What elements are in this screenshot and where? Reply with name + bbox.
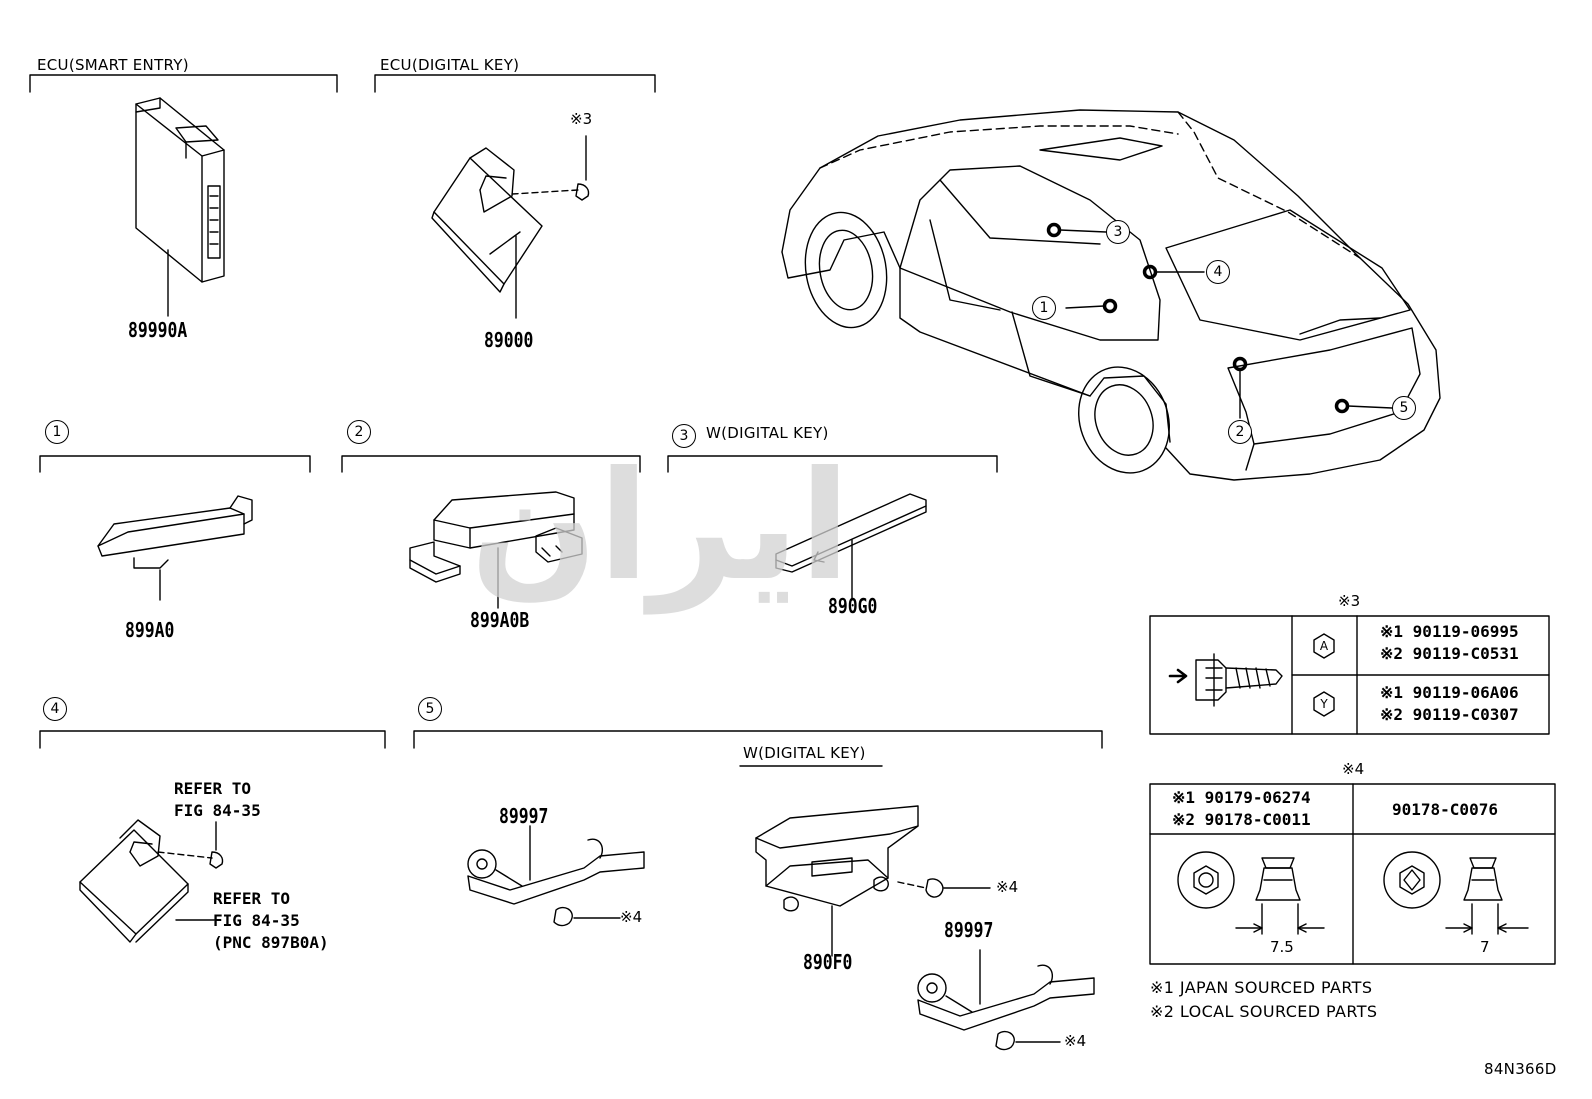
refer-to-1-line1: REFER TO bbox=[174, 779, 252, 798]
note-local-sourced: ※2 LOCAL SOURCED PARTS bbox=[1150, 1002, 1378, 1021]
part-899A0-drawing bbox=[97, 495, 253, 601]
part-number-890F0[interactable]: 890F0 bbox=[803, 950, 853, 974]
table-4-title: ※4 bbox=[1342, 760, 1365, 778]
marker-4-right: ※4 bbox=[1064, 1032, 1087, 1050]
refer-to-2-line3: (PNC 897B0A) bbox=[213, 933, 329, 952]
table-3-frame bbox=[1149, 615, 1550, 735]
car-callout-3[interactable]: 3 bbox=[1106, 220, 1130, 244]
part-890G0-drawing bbox=[775, 493, 927, 601]
table-3-row2-line1[interactable]: ※1 90119-06A06 bbox=[1380, 683, 1519, 702]
table-3-row1-line1[interactable]: ※1 90119-06995 bbox=[1380, 622, 1519, 641]
table-3-title: ※3 bbox=[1338, 592, 1361, 610]
marker-4-mid: ※4 bbox=[996, 878, 1019, 896]
ecu-digital-key-title: ECU(DIGITAL KEY) bbox=[380, 56, 520, 74]
figure-id: 84N366D bbox=[1484, 1060, 1557, 1078]
part-number-899A0B[interactable]: 899A0B bbox=[470, 608, 530, 632]
part-number-89000[interactable]: 89000 bbox=[484, 328, 534, 352]
section-3-title: W(DIGITAL KEY) bbox=[706, 424, 829, 442]
part-number-899A0[interactable]: 899A0 bbox=[125, 618, 175, 642]
car-callout-5[interactable]: 5 bbox=[1392, 396, 1416, 420]
part-number-89990A[interactable]: 89990A bbox=[128, 318, 188, 342]
car-callout-4[interactable]: 4 bbox=[1206, 260, 1230, 284]
ecu-smart-entry-title: ECU(SMART ENTRY) bbox=[37, 56, 189, 74]
refer-to-1[interactable]: REFER TO FIG 84-35 bbox=[174, 778, 261, 822]
marker-3: ※3 bbox=[570, 110, 593, 128]
part-4-drawing bbox=[79, 819, 224, 943]
table-3-code-a: A bbox=[1319, 639, 1329, 653]
table-3-row1-line2[interactable]: ※2 90119-C0531 bbox=[1380, 644, 1519, 663]
note-japan-sourced: ※1 JAPAN SOURCED PARTS bbox=[1150, 978, 1373, 997]
part-number-89997-right[interactable]: 89997 bbox=[944, 918, 994, 942]
part-number-890G0[interactable]: 890G0 bbox=[828, 594, 878, 618]
table-4-dim-2: 7 bbox=[1480, 938, 1490, 956]
part-890F0-drawing bbox=[755, 805, 991, 957]
table-4-col1-line2[interactable]: ※2 90178-C0011 bbox=[1172, 810, 1311, 829]
car-drawing bbox=[781, 109, 1441, 481]
table-4-frame bbox=[1149, 783, 1556, 965]
part-89997-right-drawing bbox=[917, 949, 1095, 1051]
table-4-col1-line1[interactable]: ※1 90179-06274 bbox=[1172, 788, 1311, 807]
part-89997-left-drawing bbox=[467, 825, 645, 927]
refer-to-1-line2: FIG 84-35 bbox=[174, 801, 261, 820]
part-899A0B-drawing bbox=[409, 491, 583, 609]
marker-4-left: ※4 bbox=[620, 908, 643, 926]
part-number-89997-left[interactable]: 89997 bbox=[499, 804, 549, 828]
car-callout-2[interactable]: 2 bbox=[1228, 420, 1252, 444]
section-2-callout: 2 bbox=[347, 420, 371, 444]
section-4-callout: 4 bbox=[43, 697, 67, 721]
table-3-row2-line2[interactable]: ※2 90119-C0307 bbox=[1380, 705, 1519, 724]
watermark: ایران bbox=[470, 440, 851, 614]
section-1-callout: 1 bbox=[45, 420, 69, 444]
refer-to-2[interactable]: REFER TO FIG 84-35 (PNC 897B0A) bbox=[213, 888, 329, 954]
section-3-callout: 3 bbox=[672, 424, 696, 448]
refer-to-2-line2: FIG 84-35 bbox=[213, 911, 300, 930]
table-4-dim-1: 7.5 bbox=[1270, 938, 1294, 956]
refer-to-2-line1: REFER TO bbox=[213, 889, 291, 908]
ecu-digital-key-drawing bbox=[431, 135, 590, 319]
table-4-col2[interactable]: 90178-C0076 bbox=[1392, 800, 1498, 819]
section-5-subtitle: W(DIGITAL KEY) bbox=[743, 744, 866, 762]
table-3-code-y: Y bbox=[1320, 697, 1328, 711]
car-callout-1[interactable]: 1 bbox=[1032, 296, 1056, 320]
section-5-callout: 5 bbox=[418, 697, 442, 721]
section-brackets bbox=[29, 74, 1103, 767]
ecu-smart-entry-drawing bbox=[135, 97, 225, 317]
